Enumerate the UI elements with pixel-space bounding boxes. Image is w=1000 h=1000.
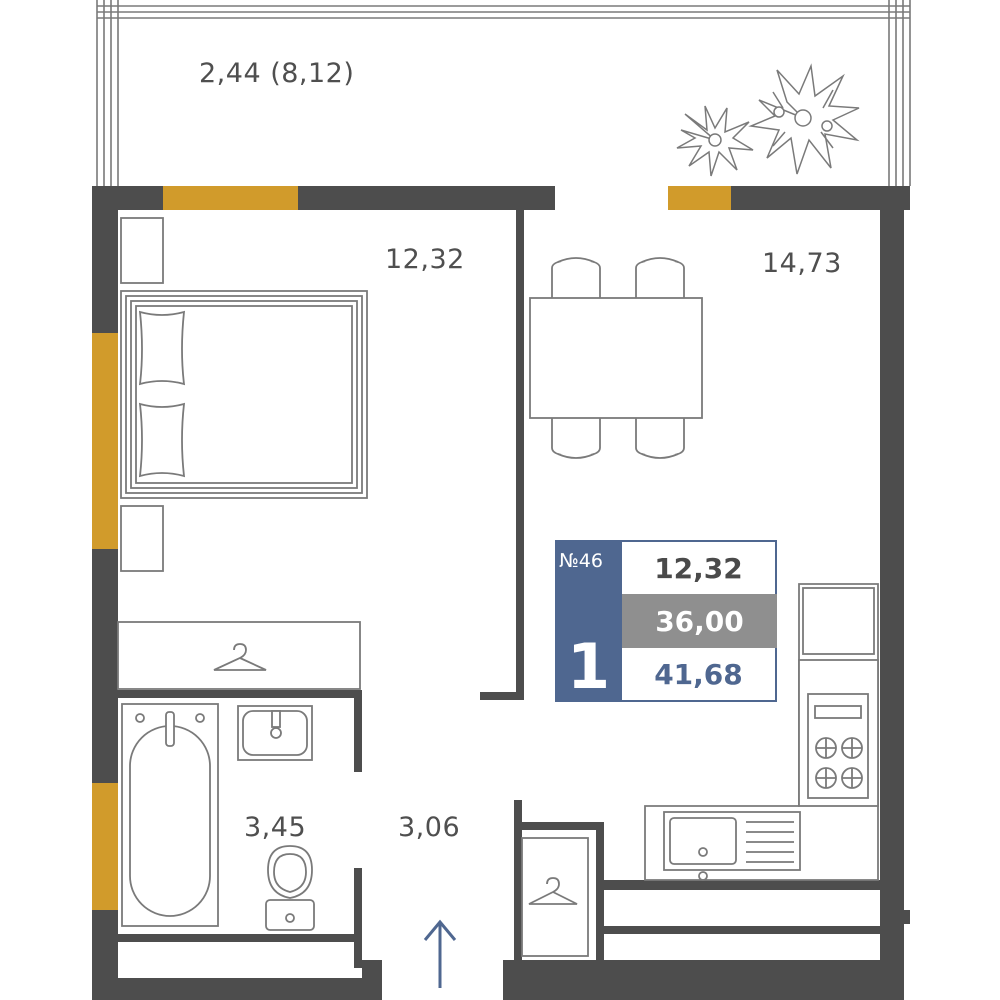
bedroom-furniture bbox=[117, 217, 368, 690]
bathtub-icon bbox=[121, 703, 219, 927]
balcony-area-label: 2,44 (8,12) bbox=[199, 58, 355, 89]
chair-icon bbox=[551, 257, 685, 459]
wardrobe bbox=[117, 621, 361, 690]
plant-icon bbox=[676, 63, 860, 177]
kitchen-fixtures bbox=[604, 583, 880, 960]
pillow-icon bbox=[138, 310, 186, 478]
windows bbox=[92, 186, 731, 910]
hall-area-label: 3,06 bbox=[398, 812, 461, 843]
apartment-info-card: №46 1 12,32 36,00 41,68 bbox=[555, 540, 777, 702]
balcony-railing bbox=[96, 0, 911, 186]
entrance-arrow-icon bbox=[423, 919, 457, 988]
hall-closet bbox=[521, 837, 589, 957]
sink-icon bbox=[237, 705, 313, 761]
nightstand-top bbox=[120, 217, 164, 284]
nightstand-bottom bbox=[120, 505, 164, 572]
toilet-icon bbox=[265, 845, 315, 931]
wardrobe-hanger-icon bbox=[528, 877, 578, 905]
bathroom-fixtures bbox=[121, 703, 315, 931]
living-area-value: 12,32 bbox=[622, 540, 777, 594]
wardrobe-hanger-icon bbox=[213, 643, 267, 671]
fridge-icon bbox=[802, 587, 875, 655]
apartment-info-left-panel: №46 1 bbox=[555, 540, 622, 702]
area-value-a: 36,00 bbox=[622, 594, 777, 648]
bottom-counter bbox=[604, 934, 880, 960]
apartment-number: №46 bbox=[559, 550, 603, 572]
room-count: 1 bbox=[567, 630, 611, 703]
bedroom-area-label: 12,32 bbox=[385, 244, 465, 275]
stove-icon bbox=[807, 693, 869, 799]
area-value-b: 41,68 bbox=[622, 648, 777, 702]
dining-table-icon bbox=[529, 257, 703, 459]
kitchen-sink-icon bbox=[663, 811, 801, 881]
kitchen-area-label: 14,73 bbox=[762, 248, 842, 279]
bathroom-area-label: 3,45 bbox=[244, 812, 307, 843]
